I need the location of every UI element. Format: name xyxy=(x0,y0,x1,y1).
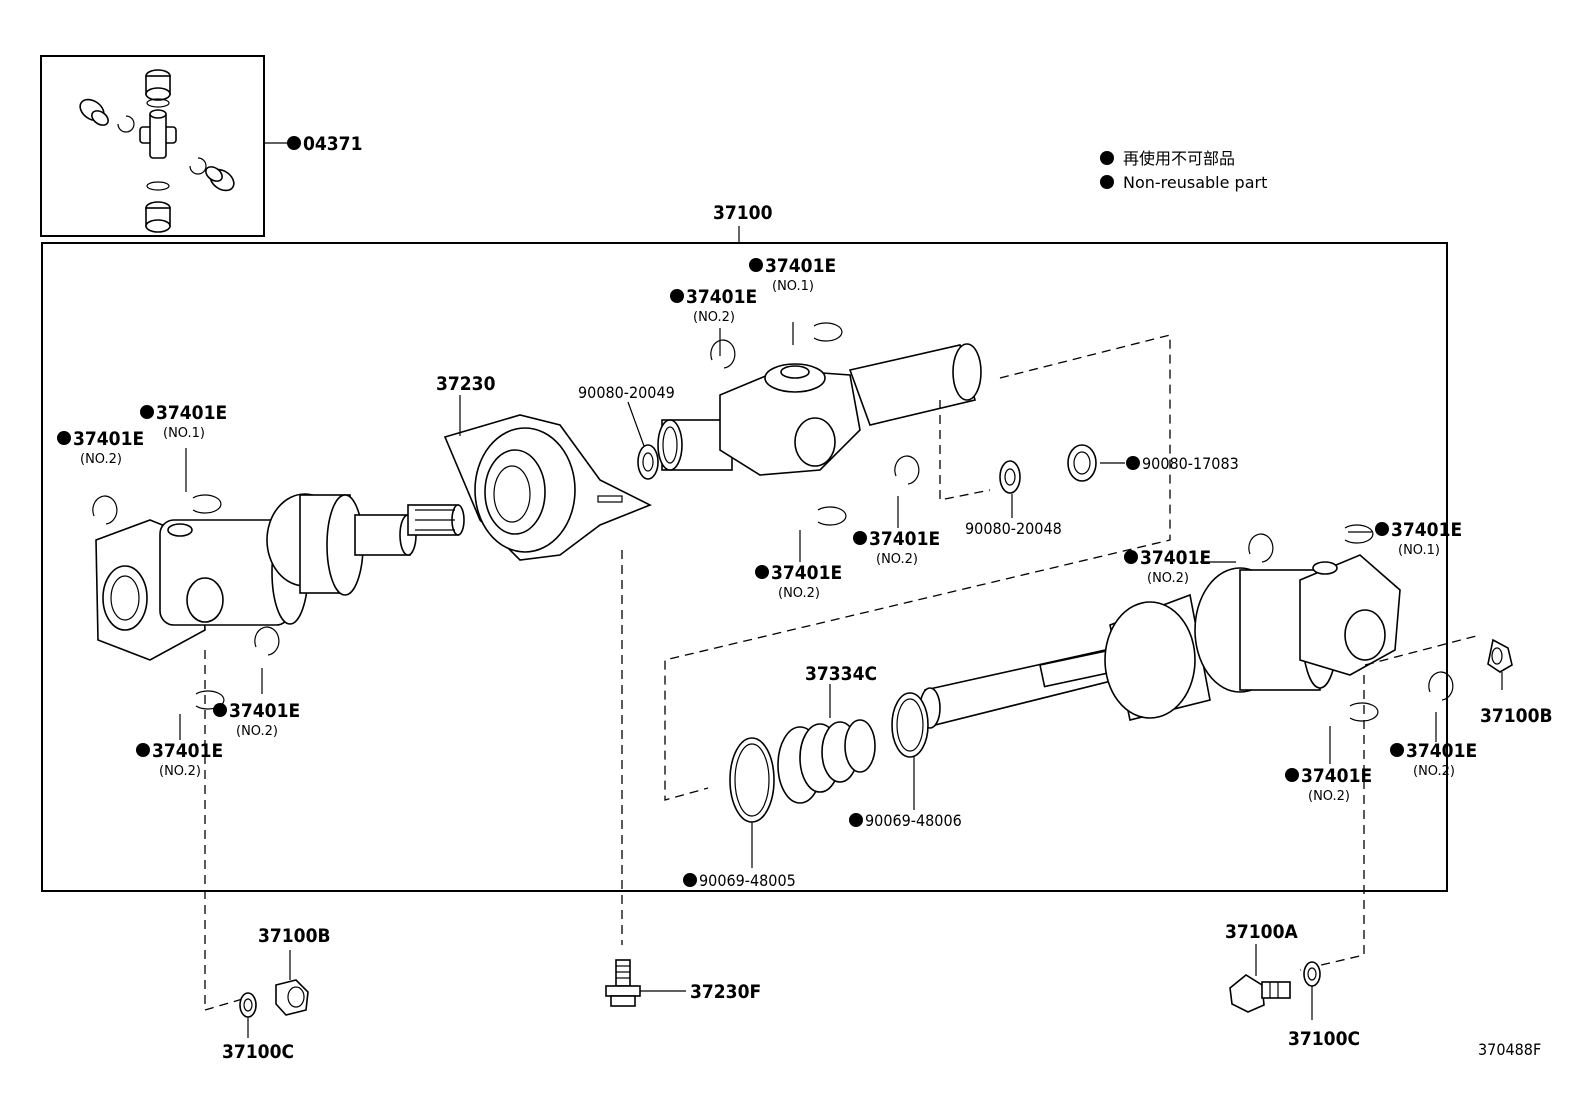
sub-no2: (NO.2) xyxy=(876,552,918,567)
snap-rings: 37401E (NO.1) 37401E (NO.2) 37401E (NO.2… xyxy=(57,255,1477,804)
label-37401E-right-bottom: 37401E xyxy=(1406,740,1477,762)
sub-no2: (NO.2) xyxy=(80,452,122,467)
label-37401E-right-yoke: 37401E xyxy=(869,528,940,550)
sub-no2: (NO.2) xyxy=(1147,571,1189,586)
bullet-icon xyxy=(1100,175,1114,189)
label-37100A: 37100A xyxy=(1225,921,1298,943)
bullet-icon xyxy=(683,873,697,887)
label-90069-48005: 90069-48005 xyxy=(699,871,796,890)
sub-no1: (NO.1) xyxy=(163,426,205,441)
label-37401E-left-bottom: 37401E xyxy=(152,740,223,762)
label-37100: 37100 xyxy=(713,202,773,224)
center-yoke xyxy=(657,343,982,476)
dashed-leaders xyxy=(204,334,1481,1011)
bullet-icon xyxy=(57,431,71,445)
label-37401E-right-no2: 37401E xyxy=(1140,547,1211,569)
label-37401E-mid: 37401E xyxy=(771,562,842,584)
label-90080-17083: 90080-17083 xyxy=(1142,454,1239,473)
sub-no2: (NO.2) xyxy=(693,310,735,325)
label-37401E-top-no2: 37401E xyxy=(686,286,757,308)
bullet-icon xyxy=(1285,768,1299,782)
bullet-icon xyxy=(1390,743,1404,757)
bullet-icon xyxy=(853,531,867,545)
label-37100C-right: 37100C xyxy=(1288,1028,1360,1050)
bullet-icon xyxy=(1126,456,1140,470)
label-37334C: 37334C xyxy=(805,663,877,685)
bullet-icon xyxy=(287,136,301,150)
sub-no2: (NO.2) xyxy=(1308,789,1350,804)
sub-no1: (NO.1) xyxy=(772,279,814,294)
legend-en: Non-reusable part xyxy=(1123,173,1267,192)
spider-kit-inset: 04371 xyxy=(40,55,362,237)
label-37401E-top-no1: 37401E xyxy=(765,255,836,277)
bullet-icon xyxy=(849,813,863,827)
bullet-icon xyxy=(749,258,763,272)
assembly-frame: 37100 xyxy=(41,202,1448,892)
label-37230: 37230 xyxy=(436,373,496,395)
sub-no1: (NO.1) xyxy=(1398,543,1440,558)
label-37230F: 37230F xyxy=(690,981,761,1003)
boot-group: 37334C xyxy=(729,663,929,823)
label-04371: 04371 xyxy=(303,133,362,155)
label-37401E-left-no2: 37401E xyxy=(73,428,144,450)
sub-no2: (NO.2) xyxy=(236,724,278,739)
bullet-icon xyxy=(140,405,154,419)
label-90080-20048: 90080-20048 xyxy=(965,519,1062,538)
diagram-code: 370488F xyxy=(1478,1040,1541,1059)
label-90069-48006: 90069-48006 xyxy=(865,811,962,830)
bullet-icon xyxy=(213,703,227,717)
label-37100B-left: 37100B xyxy=(258,925,331,947)
label-37401E-right-low: 37401E xyxy=(1301,765,1372,787)
bullet-icon xyxy=(670,289,684,303)
bullet-icon xyxy=(1100,151,1114,165)
label-37100B-right: 37100B xyxy=(1480,705,1553,727)
bullet-icon xyxy=(136,743,150,757)
sub-no2: (NO.2) xyxy=(159,764,201,779)
bullet-icon xyxy=(1375,522,1389,536)
label-37401E-right-no1: 37401E xyxy=(1391,519,1462,541)
label-37401E-left-no1: 37401E xyxy=(156,402,227,424)
bullet-icon xyxy=(755,565,769,579)
label-90080-20049: 90080-20049 xyxy=(578,383,675,402)
center-bearing: 37230 xyxy=(436,373,652,561)
hardware: 90080-20049 90080-20048 90080-17083 9006… xyxy=(222,383,1553,1063)
front-yoke-shaft xyxy=(95,493,465,661)
sub-no2: (NO.2) xyxy=(1413,764,1455,779)
legend-jp: 再使用不可部品 xyxy=(1123,149,1235,168)
legend: 再使用不可部品 Non-reusable part xyxy=(1100,149,1267,192)
bullet-icon xyxy=(1124,550,1138,564)
label-37401E-left-low: 37401E xyxy=(229,700,300,722)
label-37100C-left: 37100C xyxy=(222,1041,294,1063)
rear-shaft xyxy=(919,554,1401,729)
sub-no2: (NO.2) xyxy=(778,586,820,601)
